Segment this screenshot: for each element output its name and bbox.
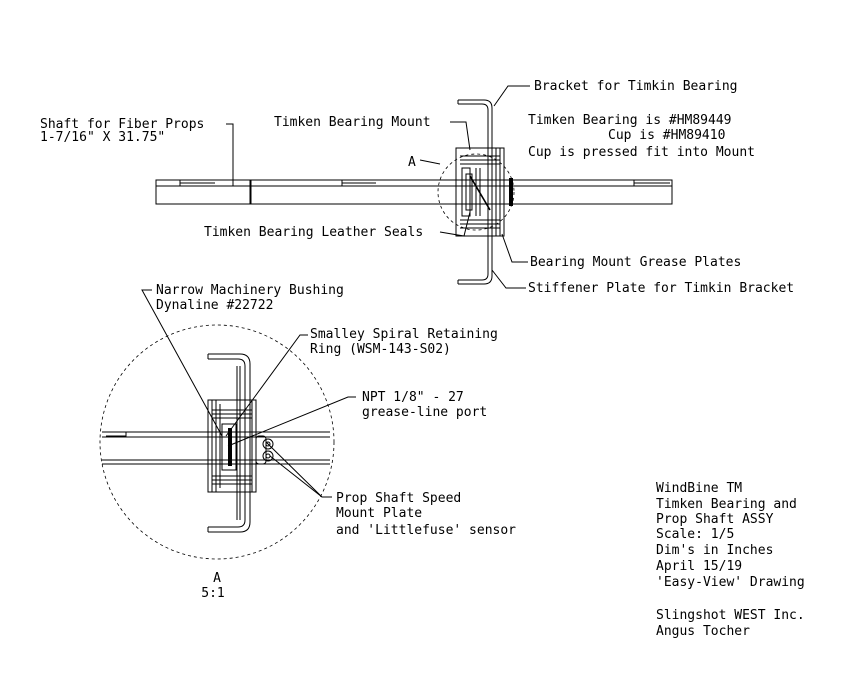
title-line-6: April 15/19 (656, 559, 742, 574)
detail-a-leader (419, 159, 441, 165)
retaining-ring-label-line2: Ring (WSM-143-S02) (310, 342, 451, 357)
speed-plate-label-line2: Mount Plate (336, 506, 422, 521)
bearing-info-line1: Timken Bearing is #HM89449 (528, 113, 732, 128)
bushing-label-line2: Dynaline #22722 (156, 298, 273, 313)
timkin-bracket (457, 99, 493, 285)
bushing-label-line1: Narrow Machinery Bushing (156, 283, 344, 298)
bracket-leader (493, 85, 530, 107)
detail-caption-letter: A (213, 571, 221, 586)
detail-caption-scale: 5:1 (201, 586, 224, 601)
title-line-7: 'Easy-View' Drawing (656, 575, 805, 590)
grease-plates-leader (501, 233, 528, 263)
title-line-4: Scale: 1/5 (656, 527, 734, 542)
title-line-5: Dim's in Inches (656, 543, 773, 558)
company-name: Slingshot WEST Inc. (656, 608, 805, 623)
author-name: Angus Tocher (656, 624, 750, 639)
ring-leader (225, 334, 308, 437)
prop-shaft (155, 179, 673, 205)
bushing-leader (141, 289, 223, 437)
stiffener-label: Stiffener Plate for Timkin Bracket (528, 281, 794, 296)
detail-a-callout-circle (437, 153, 515, 231)
title-block: WindBine TM Timken Bearing and Prop Shaf… (656, 481, 805, 639)
shaft-label-line1: Shaft for Fiber Props (40, 117, 204, 132)
mount-leader (450, 121, 471, 151)
speed-plate-leader-2 (269, 455, 323, 498)
title-line-3: Prop Shaft ASSY (656, 512, 774, 527)
grease-port-label-line2: grease-line port (362, 405, 487, 420)
bracket-label: Bracket for Timkin Bearing (534, 79, 738, 94)
speed-plate-leader-1 (265, 441, 332, 498)
title-line-1: WindBine TM (656, 481, 742, 496)
retaining-ring-label-line1: Smalley Spiral Retaining (310, 327, 498, 342)
annotation-labels: Shaft for Fiber Props 1-7/16" X 31.75" T… (40, 79, 794, 601)
detail-a-view (99, 289, 356, 560)
grease-plates-label: Bearing Mount Grease Plates (530, 255, 741, 270)
bearing-info-line3: Cup is pressed fit into Mount (528, 145, 755, 160)
seals-leader (439, 211, 471, 237)
bearing-mount-label: Timken Bearing Mount (274, 115, 431, 130)
bearing-mount (455, 147, 513, 237)
leather-seals-label: Timken Bearing Leather Seals (204, 225, 423, 240)
bearing-info-line2: Cup is #HM89410 (608, 128, 725, 143)
shaft-label-line2: 1-7/16" X 31.75" (40, 130, 165, 145)
detail-a-boundary (99, 324, 335, 560)
title-line-2: Timken Bearing and (656, 497, 797, 512)
speed-plate-label-line1: Prop Shaft Speed (336, 491, 461, 506)
grease-port-label-line1: NPT 1/8" - 27 (362, 390, 464, 405)
detail-a-ref: A (408, 155, 416, 170)
main-shaft-assembly (155, 85, 673, 289)
stiffener-leader (491, 269, 526, 289)
shaft-leader (226, 123, 234, 186)
speed-plate-label-line3: and 'Littlefuse' sensor (336, 523, 516, 538)
port-leader (227, 396, 356, 447)
